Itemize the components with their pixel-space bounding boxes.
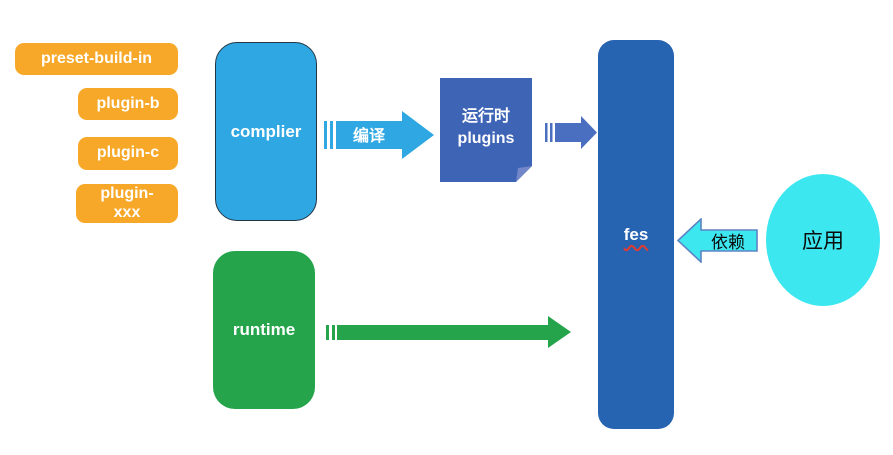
complier-label: complier [230, 121, 302, 141]
badge-label: plugin-xxx [100, 185, 154, 221]
compile-arrow-label: 编译 [352, 128, 385, 145]
badge-label: preset-build-in [40, 49, 153, 67]
badge-preset-build-in: preset-build-in [15, 43, 178, 75]
badge-label: plugin-b [96, 94, 160, 112]
badge-plugin-xxx: plugin-xxx [76, 184, 178, 223]
complier-node: complier [215, 42, 317, 221]
depends-arrow-label: 依赖 [711, 232, 745, 252]
fes-node: fes [598, 40, 674, 429]
runtime-to-fes-arrow [326, 316, 571, 348]
compile-arrow [324, 111, 434, 159]
runtime-plugins-note-label: 运行时 plugins [457, 108, 515, 147]
depends-arrow [677, 218, 758, 263]
app-label: 应用 [802, 230, 844, 253]
runtime-label: runtime [232, 320, 296, 339]
plugins-to-fes-arrow [545, 116, 597, 149]
fes-label: fes [623, 224, 649, 244]
runtime-node: runtime [213, 251, 315, 409]
badge-label: plugin-c [96, 144, 160, 162]
badge-plugin-c: plugin-c [78, 137, 178, 170]
app-node: 应用 [766, 174, 880, 306]
badge-plugin-b: plugin-b [78, 88, 178, 120]
runtime-plugins-note [440, 78, 532, 182]
